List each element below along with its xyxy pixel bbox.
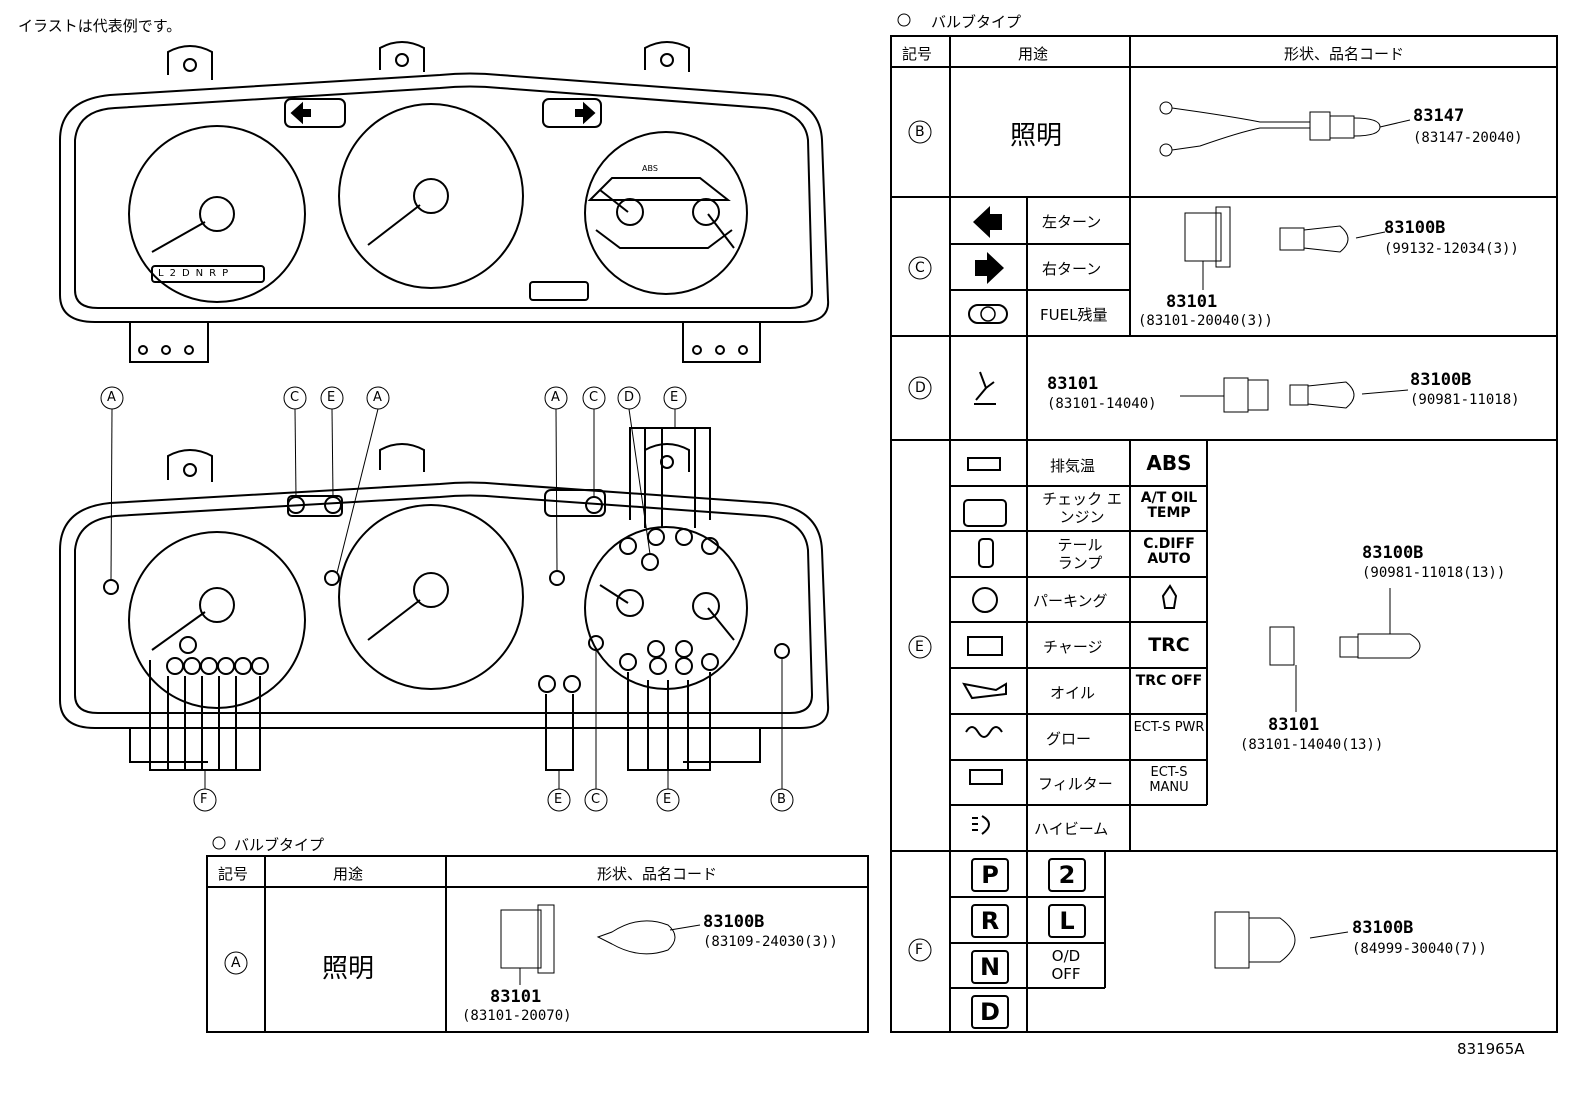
right-table-title: バルブタイプ — [931, 13, 1022, 31]
left-row-a-bulb-code: 83100B — [703, 912, 765, 932]
callout-c-1: C — [290, 390, 300, 405]
callout-e-3: E — [554, 792, 563, 807]
row-e-item-filter: フィルター — [1038, 775, 1113, 793]
callout-a-3: A — [551, 390, 560, 405]
row-f-bulb-code: 83100B — [1352, 918, 1414, 938]
right-header-shape: 形状、品名コード — [1284, 45, 1405, 63]
row-e-indicator-cdiff: C.DIFF AUTO — [1143, 536, 1195, 567]
row-c-symbol: C — [915, 260, 925, 276]
row-c-socket-code: 83101 — [1166, 292, 1218, 312]
gear-r: R — [209, 268, 223, 279]
left-row-a-symbol: A — [231, 955, 241, 971]
row-f-gear-d: D — [971, 995, 1009, 1029]
row-c-item-left-turn: 左ターン — [1042, 213, 1102, 231]
row-f-symbol: F — [915, 942, 924, 958]
row-e-indicator-at-oil: A/T OIL TEMP — [1140, 490, 1198, 521]
left-table-title: バルブタイプ — [234, 836, 325, 854]
row-e-item-charge: チャージ — [1043, 638, 1103, 656]
row-f-od-off: O/D OFF — [1051, 947, 1081, 983]
callout-b-1: B — [777, 792, 786, 807]
row-e-item-glow: グロー — [1046, 730, 1092, 748]
row-e-item-high-beam: ハイビーム — [1034, 820, 1109, 838]
gear-d: D — [181, 268, 196, 279]
cluster-abs-label: ABS — [642, 164, 658, 173]
row-b-code: 83147 — [1413, 106, 1465, 126]
left-header-shape: 形状、品名コード — [597, 865, 718, 883]
row-d-bulb-code: 83100B — [1410, 370, 1472, 390]
cluster-gear-strip: L2DNRP — [158, 268, 234, 279]
row-e-bulb-code: 83100B — [1362, 543, 1424, 563]
callout-a-2: A — [373, 390, 382, 405]
row-e-indicator-ects-manu: ECT-S MANU — [1149, 765, 1189, 795]
callout-e-1: E — [327, 390, 336, 405]
right-header-usage: 用途 — [1018, 45, 1049, 63]
row-f-gear-l: L — [1048, 904, 1086, 938]
row-e-item-parking: パーキング — [1033, 592, 1108, 610]
gear-n: N — [195, 268, 210, 279]
row-b-subcode: (83147-20040) — [1413, 130, 1523, 146]
left-row-a-socket-subcode: (83101-20070) — [462, 1008, 572, 1024]
row-d-socket-code: 83101 — [1047, 374, 1099, 394]
callout-e-4: E — [663, 792, 672, 807]
row-f-gear-n: N — [971, 950, 1009, 984]
row-e-symbol: E — [915, 639, 924, 655]
row-e-item-oil: オイル — [1050, 684, 1096, 702]
row-e-bulb-subcode: (90981-11018(13)) — [1362, 565, 1506, 581]
callout-f-1: F — [200, 792, 208, 807]
row-b-usage: 照明 — [1010, 121, 1063, 151]
row-b-symbol: B — [915, 124, 925, 140]
callout-e-2: E — [670, 390, 679, 405]
left-row-a-usage: 照明 — [322, 954, 375, 984]
row-e-item-check-engine: チェック エンジン — [1042, 490, 1122, 526]
cluster-front-view — [59, 41, 830, 363]
drawing-number: 831965A — [1457, 1040, 1525, 1058]
right-header-symbol: 記号 — [902, 45, 933, 63]
table-right-lines — [890, 13, 1558, 1033]
left-row-a-bulb-subcode: (83109-24030(3)) — [703, 934, 838, 950]
row-c-item-fuel: FUEL残量 — [1040, 306, 1108, 324]
table-left-lines — [206, 836, 869, 1033]
row-d-bulb-subcode: (90981-11018) — [1410, 392, 1520, 408]
row-c-socket-subcode: (83101-20040(3)) — [1138, 313, 1273, 329]
row-f-bulb-subcode: (84999-30040(7)) — [1352, 941, 1487, 957]
callout-a-1: A — [107, 390, 116, 405]
callout-c-2: C — [589, 390, 599, 405]
header-note: イラストは代表例です。 — [18, 17, 182, 35]
gear-p: P — [222, 268, 235, 279]
row-f-gear-p: P — [971, 858, 1009, 892]
bulb-drawings — [1159, 101, 1421, 969]
row-f-gear-r: R — [971, 904, 1009, 938]
left-header-symbol: 記号 — [218, 865, 249, 883]
callout-d-1: D — [624, 390, 635, 405]
row-e-indicator-trc-off: TRC OFF — [1135, 673, 1203, 689]
row-e-socket-subcode: (83101-14040(13)) — [1240, 737, 1384, 753]
row-e-item-tail-lamp: テール ランプ — [1057, 536, 1103, 572]
row-c-bulb-code: 83100B — [1384, 218, 1446, 238]
left-header-usage: 用途 — [333, 865, 364, 883]
gear-l: L — [158, 268, 170, 279]
callouts — [100, 386, 794, 812]
row-d-symbol: D — [915, 380, 926, 396]
left-row-a-socket-code: 83101 — [490, 987, 542, 1007]
row-e-indicator-ects-pwr: ECT-S PWR — [1133, 720, 1205, 735]
row-c-bulb-subcode: (99132-12034(3)) — [1384, 241, 1519, 257]
row-e-indicator-trc: TRC — [1148, 634, 1190, 656]
row-d-socket-subcode: (83101-14040) — [1047, 396, 1157, 412]
cluster-rear-view — [59, 427, 830, 771]
table-icons — [962, 206, 1178, 835]
gear-2: 2 — [169, 268, 182, 279]
row-e-item-exhaust-temp: 排気温 — [1050, 457, 1096, 475]
row-f-gear-2: 2 — [1048, 858, 1086, 892]
row-e-socket-code: 83101 — [1268, 715, 1320, 735]
callout-c-3: C — [591, 792, 601, 807]
row-c-item-right-turn: 右ターン — [1042, 260, 1102, 278]
row-e-indicator-abs: ABS — [1146, 451, 1192, 475]
